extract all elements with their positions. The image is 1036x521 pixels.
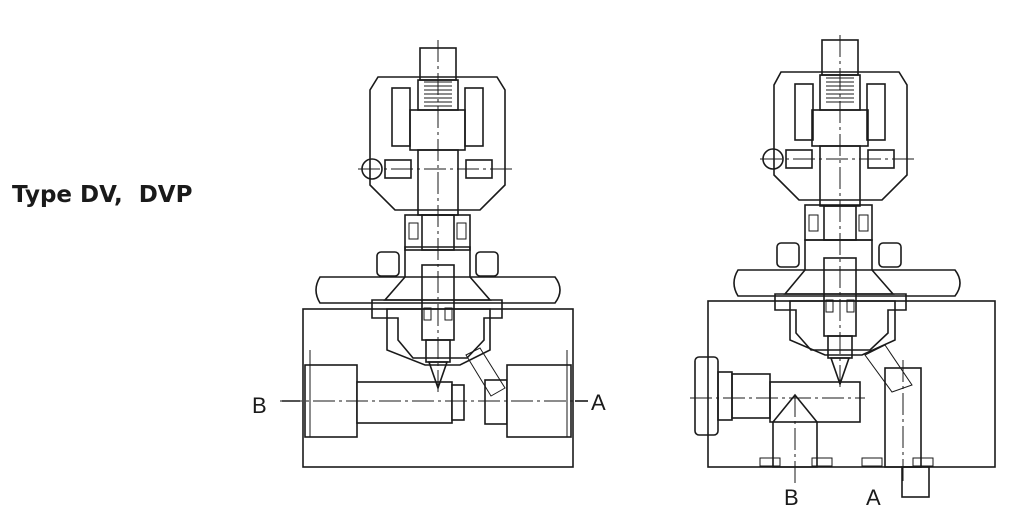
right-valve: B A: [690, 35, 996, 510]
right-knob: [773, 71, 908, 201]
left-bonnet: [371, 299, 503, 359]
left-knob: [369, 76, 506, 211]
left-valve: B A: [252, 40, 606, 468]
left-lever: [315, 276, 561, 304]
right-port-b-bore: [772, 393, 818, 468]
right-port-b-label: B: [784, 485, 799, 510]
left-needle-tip: [427, 361, 449, 391]
left-port-b-label: B: [252, 393, 267, 418]
diagram-title: Type DV, DVP: [12, 182, 193, 208]
right-side-plug: [694, 356, 719, 436]
left-port-a-label: A: [591, 390, 606, 415]
right-port-a-label: A: [866, 485, 881, 510]
right-bonnet: [774, 293, 907, 351]
right-valve-body: [707, 300, 996, 468]
right-lever: [733, 269, 961, 297]
